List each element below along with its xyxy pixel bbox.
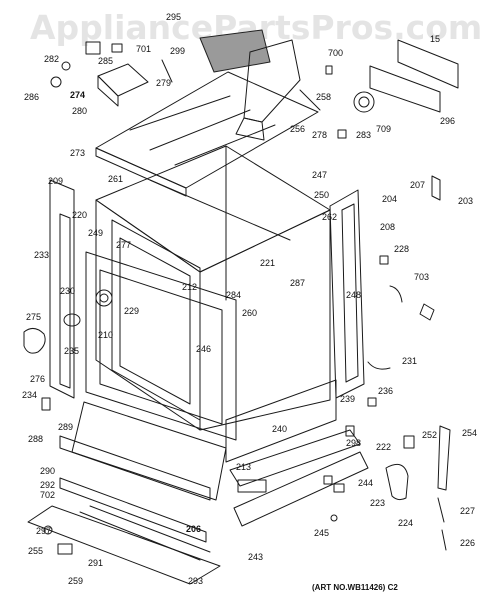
burner-box-280 <box>85 41 149 107</box>
label-278: 278 <box>312 130 328 140</box>
label-288: 288 <box>28 434 44 444</box>
label-248: 248 <box>346 290 362 300</box>
label-702: 702 <box>40 490 56 500</box>
label-256: 256 <box>290 124 306 134</box>
label-213: 213 <box>236 462 252 472</box>
label-277: 277 <box>116 240 132 250</box>
label-274: 274 <box>70 90 86 100</box>
label-254: 254 <box>462 428 478 438</box>
label-703: 703 <box>414 272 430 282</box>
label-230: 230 <box>60 286 76 296</box>
label-239: 239 <box>340 394 356 404</box>
label-240: 240 <box>272 424 288 434</box>
label-289: 289 <box>58 422 74 432</box>
art-number: (ART NO.WB11426) C2 <box>312 583 398 592</box>
label-279: 279 <box>156 78 172 88</box>
label-701: 701 <box>136 44 152 54</box>
label-227: 227 <box>460 506 476 516</box>
label-231: 231 <box>402 356 418 366</box>
label-286: 286 <box>24 92 40 102</box>
label-290: 290 <box>40 466 56 476</box>
left-side-panel-209 <box>49 179 75 399</box>
label-204: 204 <box>382 194 398 204</box>
label-709: 709 <box>376 124 392 134</box>
label-228: 228 <box>394 244 410 254</box>
label-292: 292 <box>40 480 56 490</box>
label-236: 236 <box>378 386 394 396</box>
label-244: 244 <box>358 478 374 488</box>
label-283: 283 <box>356 130 372 140</box>
label-221: 221 <box>260 258 276 268</box>
side-trim-15 <box>353 39 459 113</box>
label-258: 258 <box>316 92 332 102</box>
label-249: 249 <box>88 228 104 238</box>
oven-body <box>95 145 331 431</box>
label-280: 280 <box>72 106 88 116</box>
label-208: 208 <box>380 222 396 232</box>
right-side-panel-208 <box>329 189 365 399</box>
oven-front-frame <box>23 251 237 441</box>
label-275: 275 <box>26 312 42 322</box>
label-250: 250 <box>314 190 330 200</box>
label-212: 212 <box>182 282 198 292</box>
label-210: 210 <box>98 330 114 340</box>
label-203: 203 <box>458 196 474 206</box>
label-224: 224 <box>398 518 414 528</box>
broiler-drawer <box>27 401 227 585</box>
label-299: 299 <box>170 46 186 56</box>
label-209: 209 <box>48 176 64 186</box>
label-255: 255 <box>28 546 44 556</box>
label-276: 276 <box>30 374 46 384</box>
label-260: 260 <box>242 308 258 318</box>
label-243: 243 <box>248 552 264 562</box>
manifold-240 <box>225 379 369 527</box>
label-229: 229 <box>124 306 140 316</box>
label-252: 252 <box>422 430 438 440</box>
label-222: 222 <box>376 442 392 452</box>
label-293: 293 <box>188 576 204 586</box>
label-207: 207 <box>410 180 426 190</box>
label-226: 226 <box>460 538 476 548</box>
door-hinge-222 <box>385 425 451 551</box>
label-287: 287 <box>290 278 306 288</box>
label-233: 233 <box>34 250 50 260</box>
label-206: 206 <box>186 524 202 534</box>
label-700: 700 <box>328 48 344 58</box>
label-259: 259 <box>68 576 84 586</box>
flue-assembly-295 <box>199 29 301 141</box>
label-245: 245 <box>314 528 330 538</box>
fasteners <box>41 59 441 555</box>
label-291: 291 <box>88 558 104 568</box>
label-223: 223 <box>370 498 386 508</box>
label-298: 298 <box>346 438 362 448</box>
label-296: 296 <box>440 116 456 126</box>
label-285: 285 <box>98 56 114 66</box>
label-247: 247 <box>312 170 328 180</box>
label-282: 282 <box>44 54 60 64</box>
label-220: 220 <box>72 210 88 220</box>
label-15: 15 <box>430 34 441 44</box>
label-284: 284 <box>226 290 242 300</box>
label-262: 262 <box>322 212 338 222</box>
label-261: 261 <box>108 174 124 184</box>
label-234: 234 <box>22 390 38 400</box>
label-246: 246 <box>196 344 212 354</box>
label-297: 297 <box>36 526 52 536</box>
label-273: 273 <box>70 148 86 158</box>
label-295: 295 <box>166 12 182 22</box>
label-235: 235 <box>64 346 80 356</box>
